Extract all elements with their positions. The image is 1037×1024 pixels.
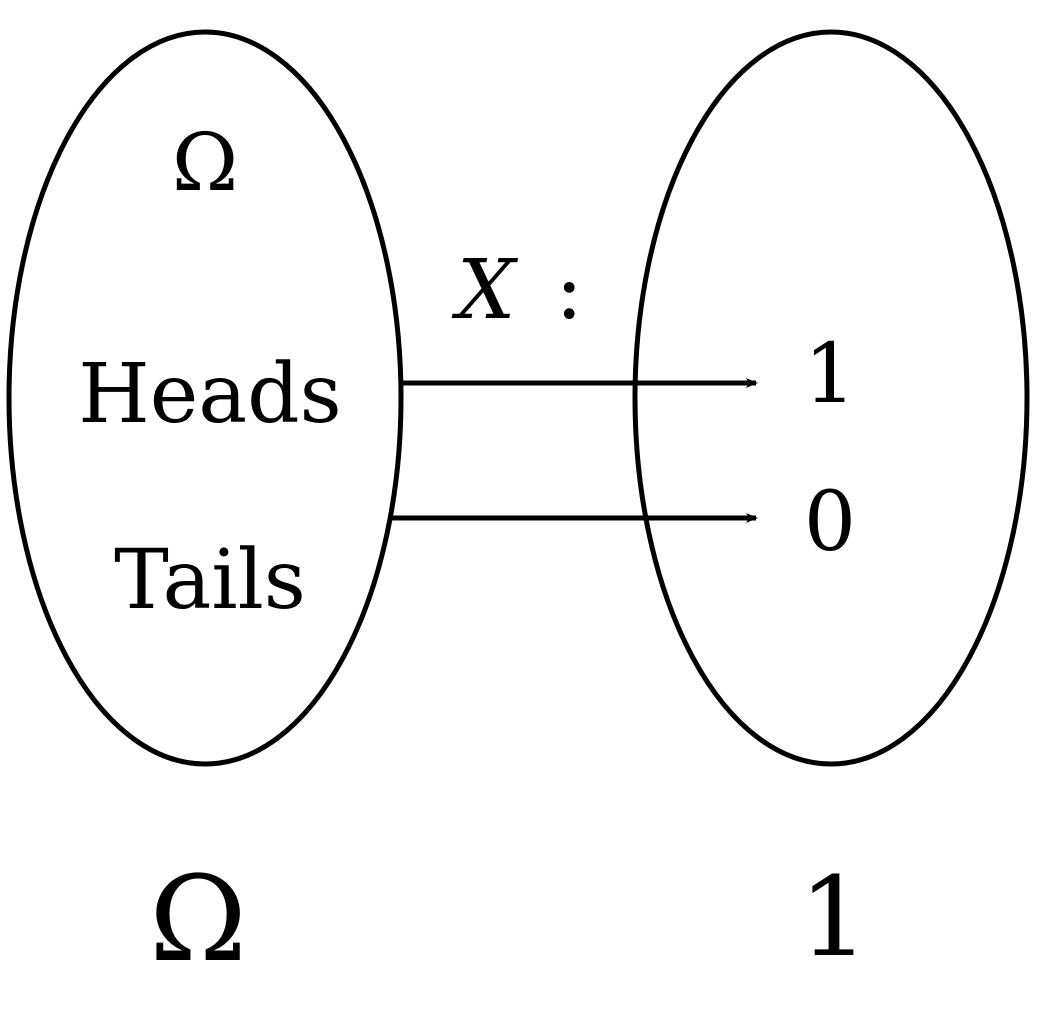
footer-right-label: 1: [799, 853, 869, 981]
codomain-set-ellipse: [632, 29, 1030, 767]
domain-element-tails: Tails: [114, 533, 306, 628]
codomain-element-1: 1: [804, 327, 856, 422]
codomain-element-0: 0: [804, 475, 856, 570]
function-name: X: [451, 243, 519, 338]
domain-set-symbol: Ω: [172, 116, 238, 209]
footer-left-label: Ω: [149, 850, 247, 988]
function-separator: :: [555, 243, 583, 338]
function-label: X :: [451, 243, 583, 338]
domain-element-heads: Heads: [78, 347, 342, 442]
domain-set-ellipse: [6, 29, 404, 767]
